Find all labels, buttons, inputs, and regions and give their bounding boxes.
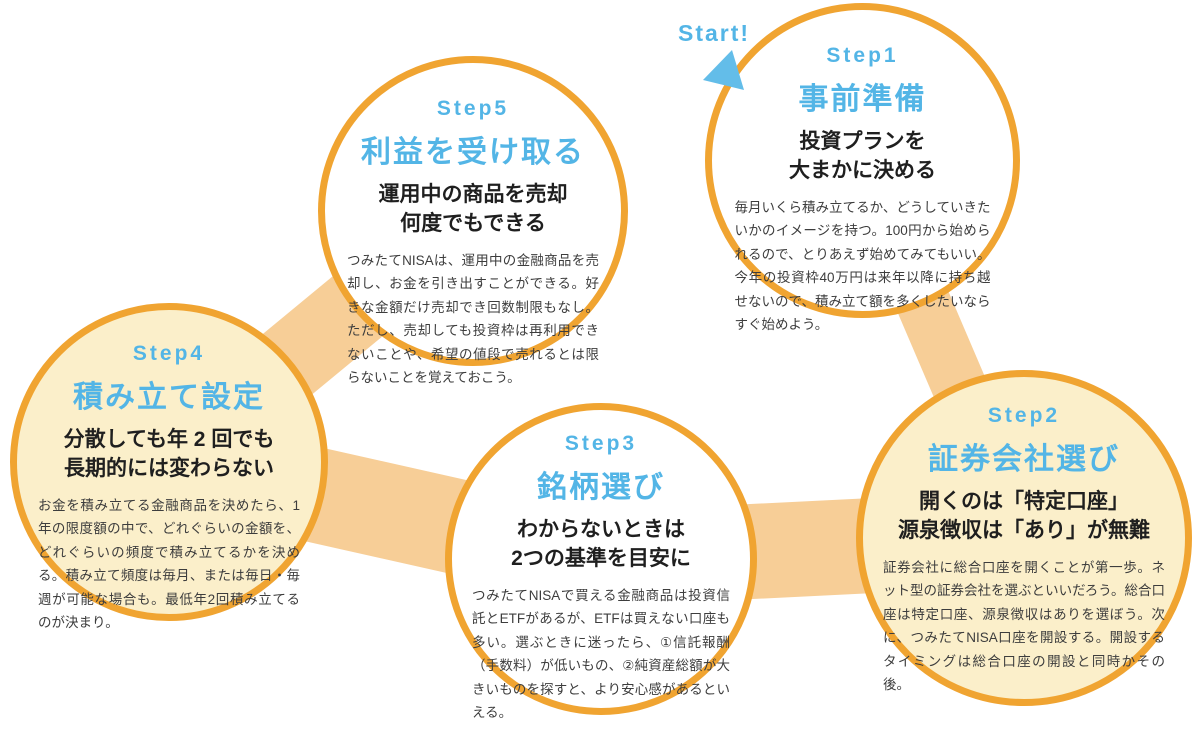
step-circle-1: Step1 事前準備 投資プランを 大まかに決める 毎月いくら積み立てるか、どう… [705, 3, 1020, 332]
step-body: お金を積み立てる金融商品を決めたら、1年の限度額の中で、どれぐらいの金額を、どれ… [38, 497, 300, 631]
step-subtitle: 開くのは「特定口座」 源泉徴収は「あり」が無難 [898, 488, 1150, 546]
step-circle-5: Step5 利益を受け取る 運用中の商品を売却 何度でもできる つみたてNISA… [318, 56, 628, 385]
step-title: 証券会社選び [928, 443, 1120, 476]
step-subtitle-line: わからないときは [517, 518, 685, 541]
step-body: 証券会社に総合口座を開くことが第一歩。ネット型の証券会社を選ぶといいだろう。総合… [883, 559, 1165, 693]
step-title: 事前準備 [798, 83, 927, 116]
step-title: 積み立て設定 [73, 381, 265, 414]
start-label: Start! [678, 20, 751, 46]
step-subtitle-line: 投資プランを [799, 130, 926, 153]
step-label: Step1 [826, 44, 899, 67]
step-title: 利益を受け取る [361, 136, 585, 169]
step-subtitle-line: 何度でもできる [400, 211, 546, 235]
step-label: Step4 [132, 342, 206, 365]
step-subtitle: わからないときは 2つの基準を目安に [511, 516, 691, 574]
step-subtitle-line: 源泉徴収は「あり」が無難 [898, 518, 1150, 542]
step-title: 銘柄選び [537, 471, 665, 504]
step-body: つみたてNISAは、運用中の金融商品を売却し、お金を引き出すことができる。好きな… [347, 252, 599, 386]
step-subtitle-line: 2つの基準を目安に [511, 546, 691, 570]
step-subtitle: 投資プランを 大まかに決める [789, 128, 936, 186]
step-body: 毎月いくら積み立てるか、どうしていきたいかのイメージを持つ。100円から始められ… [734, 199, 991, 333]
step-body: つみたてNISAで買える金融商品は投資信託とETFがあるが、ETFは買えない口座… [472, 587, 730, 721]
step-subtitle-line: 長期的には変わらない [63, 456, 274, 480]
step-label: Step5 [436, 97, 510, 120]
step-subtitle-line: 分散しても年 2 回でも [63, 428, 275, 451]
step-label: Step2 [987, 404, 1061, 427]
step-subtitle-line: 開くのは「特定口座」 [919, 490, 1129, 513]
step-circle-3: Step3 銘柄選び わからないときは 2つの基準を目安に つみたてNISAで買… [445, 403, 757, 720]
step-subtitle-line: 大まかに決める [789, 158, 936, 182]
step-label: Step3 [564, 432, 638, 455]
step-circle-2: Step2 証券会社選び 開くのは「特定口座」 源泉徴収は「あり」が無難 証券会… [856, 370, 1192, 706]
step-subtitle: 分散しても年 2 回でも 長期的には変わらない [64, 426, 275, 484]
step-subtitle: 運用中の商品を売却 何度でもできる [379, 181, 568, 239]
step-subtitle-line: 運用中の商品を売却 [378, 183, 568, 206]
step-circle-4: Step4 積み立て設定 分散しても年 2 回でも 長期的には変わらない お金を… [10, 303, 328, 630]
